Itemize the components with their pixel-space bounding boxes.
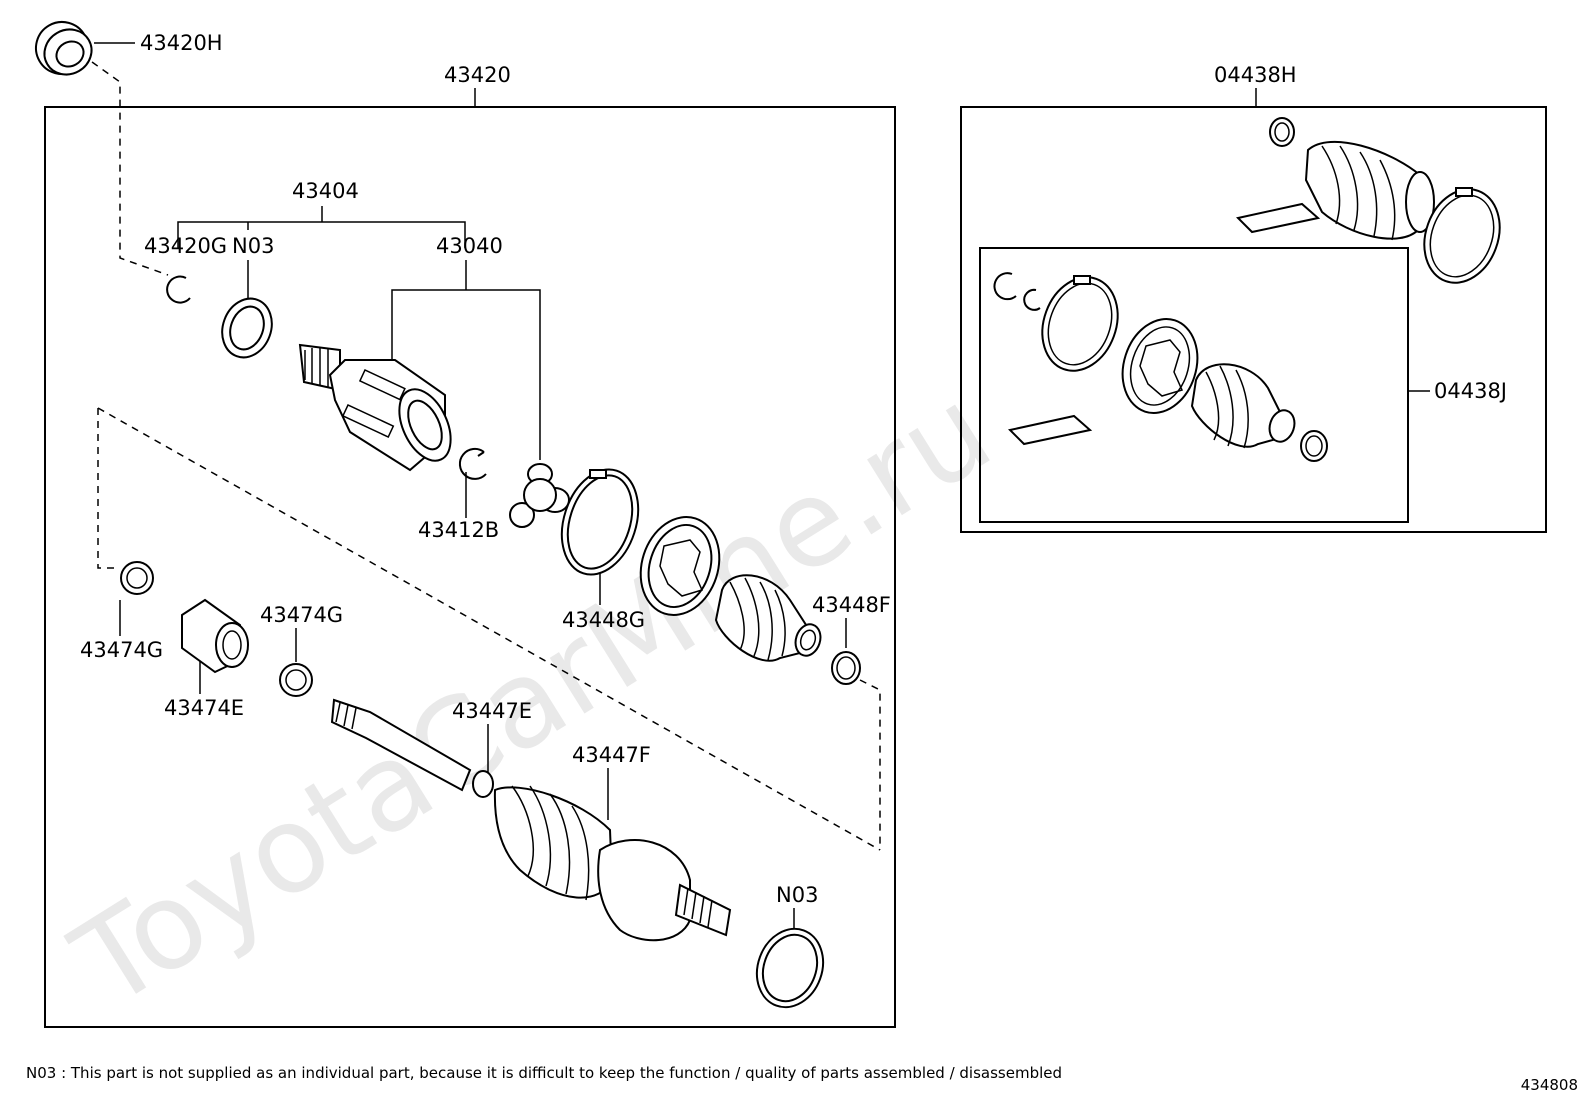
part-43412B-snap-ring — [458, 447, 487, 480]
footnote: N03 : This part is not supplied as an in… — [26, 1064, 1063, 1082]
label-43447F: 43447F — [572, 743, 651, 767]
part-43447E-drive-shaft — [330, 698, 494, 798]
part-04438J-boot — [1190, 363, 1296, 449]
part-43474E-dynamic-damper — [181, 598, 249, 674]
label-43404: 43404 — [292, 179, 359, 203]
part-43447F-outboard-boot — [493, 785, 614, 901]
part-43474G-clamp-mid — [279, 663, 313, 697]
label-N03-top: N03 — [232, 234, 274, 258]
part-04438H-band — [1423, 187, 1501, 284]
part-04438J-small-clamp — [1300, 430, 1328, 462]
label-43420G: 43420G — [144, 234, 227, 258]
part-04438H-small-clamp — [1269, 117, 1295, 147]
part-43420H-seal — [35, 21, 93, 76]
part-damper-ring — [639, 516, 721, 616]
label-43448G: 43448G — [562, 608, 645, 632]
part-43040-tripod — [509, 463, 570, 528]
part-43448G-boot-band — [560, 468, 640, 576]
part-04438J-grease-pack — [1007, 414, 1093, 446]
label-43420H: 43420H — [140, 31, 223, 55]
label-04438H: 04438H — [1214, 63, 1297, 87]
part-43420G-snap-ring — [166, 275, 191, 304]
label-43474E: 43474E — [164, 696, 244, 720]
part-43474G-clamp-left — [120, 561, 154, 595]
part-43448F-clamp — [831, 651, 861, 685]
assembly-43420-frame — [44, 106, 896, 1028]
part-04438H-boot — [1304, 140, 1435, 241]
catalog-id: 434808 — [1520, 1076, 1578, 1094]
label-43447E: 43447E — [452, 699, 532, 723]
part-04438J-snap-ring — [993, 272, 1041, 311]
label-43474G-left: 43474G — [80, 638, 163, 662]
label-43040: 43040 — [436, 234, 503, 258]
part-43040-joint-housing — [298, 343, 452, 472]
part-N03-ring-bottom — [755, 927, 825, 1009]
kit-04438J-frame — [979, 247, 1409, 523]
label-N03-bottom: N03 — [776, 883, 818, 907]
label-04438J: 04438J — [1434, 379, 1507, 403]
part-outboard-joint — [597, 839, 732, 942]
label-43448F: 43448F — [812, 593, 891, 617]
kit-04438H-frame — [960, 106, 1547, 533]
label-43412B: 43412B — [418, 518, 499, 542]
label-43474G-mid: 43474G — [260, 603, 343, 627]
part-04438J-band — [1041, 275, 1119, 372]
part-04438J-damper-ring — [1121, 318, 1199, 414]
part-inboard-boot — [714, 574, 822, 662]
part-N03-ring-top — [221, 297, 273, 359]
label-43420: 43420 — [444, 63, 511, 87]
part-04438H-grease-pack — [1235, 202, 1321, 234]
